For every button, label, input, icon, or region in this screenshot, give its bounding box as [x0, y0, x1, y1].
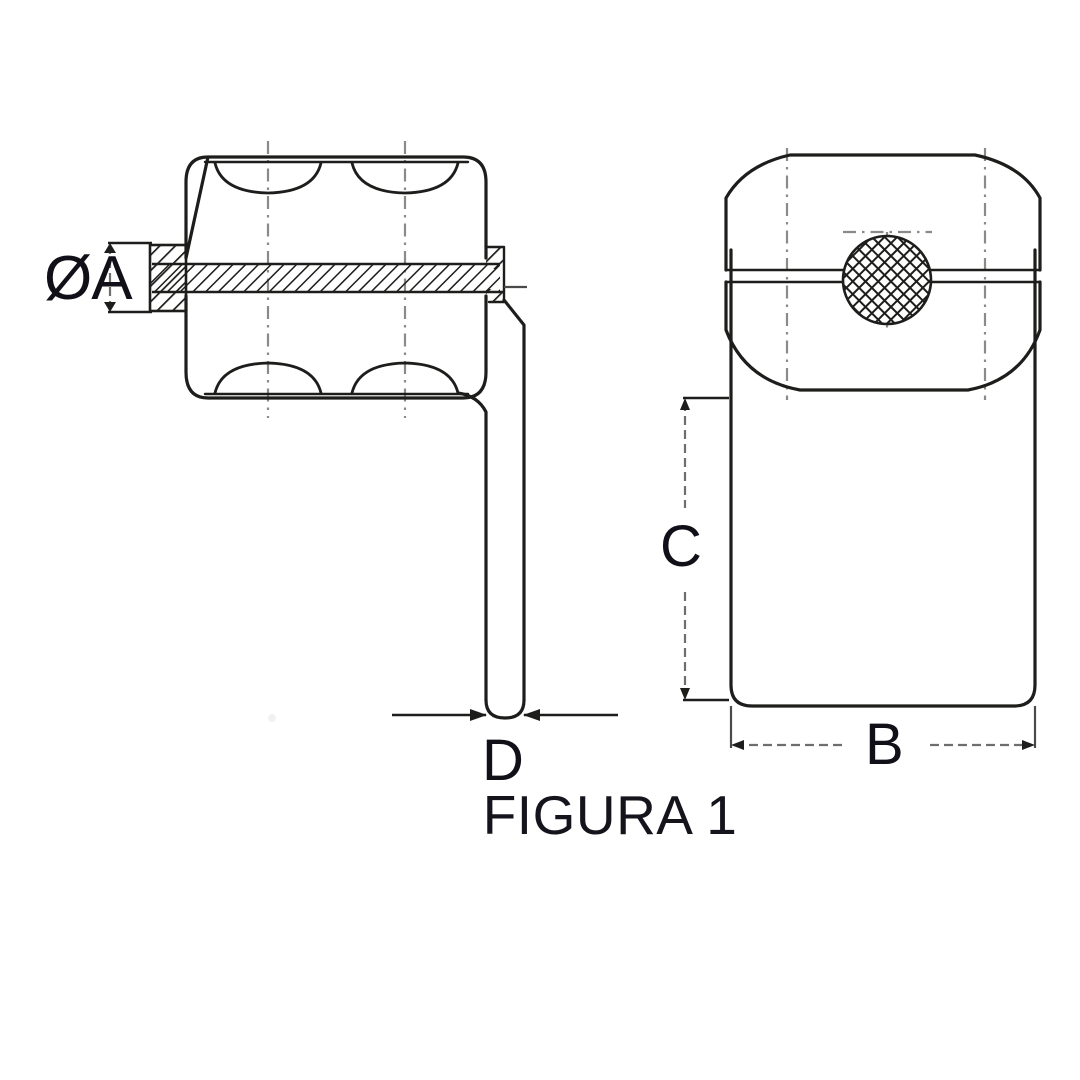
dim-d-arrow-left	[523, 709, 540, 721]
left-body-outline	[184, 155, 488, 400]
dim-b-arrow-left	[731, 740, 744, 750]
rod-inner-edge	[456, 391, 488, 702]
dimension-c-group	[680, 396, 729, 702]
figure-caption-text: FIGURA 1	[482, 784, 738, 846]
knurl-circle-outline	[841, 234, 933, 326]
right-body-outline	[729, 248, 1037, 708]
dimension-b-group	[729, 706, 1037, 750]
dimension-label-a: ØA	[44, 244, 133, 313]
dimension-label-c: C	[660, 514, 702, 579]
dimension-label-d: D	[482, 728, 524, 793]
knurl-texture	[843, 236, 931, 324]
left-lower-lobe-1	[213, 361, 323, 395]
rod-outer-edge	[502, 298, 526, 702]
left-lower-lobe-2	[350, 361, 460, 395]
dimension-a-group	[104, 241, 152, 314]
dimension-d-group	[392, 709, 618, 721]
right-tab-hatch-upper	[486, 247, 504, 269]
dim-a-arrow-down	[104, 302, 116, 312]
dim-b-arrow-right	[1022, 740, 1035, 750]
dim-a-arrow-up	[104, 243, 116, 253]
right-cap-upper-outline	[724, 153, 1042, 272]
dim-d-arrow-right	[470, 709, 487, 721]
dim-c-arrow-up	[680, 398, 690, 410]
left-boss-hatched-section	[148, 243, 188, 313]
figure-caption: FIGURA 1	[0, 783, 1080, 847]
right-view-group	[680, 148, 1042, 750]
dimension-label-b: B	[865, 712, 904, 777]
right-cap-lower-outline	[724, 280, 1042, 392]
dim-c-arrow-down	[680, 688, 690, 700]
left-upper-lobe-1	[213, 161, 323, 195]
left-section-hatch-band	[150, 264, 500, 292]
scan-artifact-dot	[268, 714, 276, 722]
right-tab-hatch-lower	[486, 289, 504, 303]
left-view-group	[104, 141, 618, 722]
left-upper-lobe-2	[350, 161, 460, 195]
rod-rounded-tip	[484, 698, 526, 720]
